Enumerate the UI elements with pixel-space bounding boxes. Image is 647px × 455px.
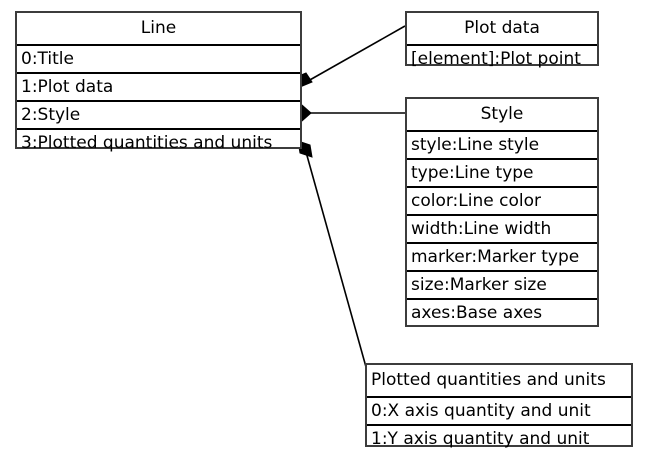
class-title-plot-data: Plot data <box>407 13 597 46</box>
class-member-row[interactable]: style:Line style <box>407 132 597 160</box>
class-title-line: Line <box>17 13 300 46</box>
class-member-row[interactable]: 0:X axis quantity and unit <box>367 398 631 426</box>
class-box-plotted-quantities[interactable]: Plotted quantities and units 0:X axis qu… <box>365 363 633 449</box>
class-box-line[interactable]: Line 0:Title 1:Plot data 2:Style 3:Plott… <box>15 11 302 153</box>
class-box-plot-data[interactable]: Plot data [element]:Plot point <box>405 11 599 69</box>
class-member-row[interactable]: [element]:Plot point <box>411 49 581 69</box>
class-title-plotted-quantities: Plotted quantities and units <box>367 365 631 398</box>
class-title-style: Style <box>407 99 597 132</box>
class-member-row[interactable]: marker:Marker type <box>407 244 597 272</box>
class-member-row[interactable]: color:Line color <box>407 188 597 216</box>
class-member-row[interactable]: 1:Y axis quantity and unit <box>371 429 590 449</box>
class-member-row[interactable]: 2:Style <box>17 102 300 130</box>
class-member-row[interactable]: size:Marker size <box>407 272 597 300</box>
class-member-row[interactable]: 0:Title <box>17 46 300 74</box>
edge-line-to-plotted-quantities <box>297 140 367 368</box>
edge-line-to-style <box>293 104 405 122</box>
class-member-row[interactable]: width:Line width <box>407 216 597 244</box>
class-member-row[interactable]: 3:Plotted quantities and units <box>21 133 273 153</box>
class-member-row[interactable]: type:Line type <box>407 160 597 188</box>
class-box-style[interactable]: Style style:Line style type:Line type co… <box>405 97 599 327</box>
edge-line-to-plot-data <box>293 25 406 88</box>
class-member-row[interactable]: axes:Base axes <box>411 303 543 323</box>
class-member-row[interactable]: 1:Plot data <box>17 74 300 102</box>
